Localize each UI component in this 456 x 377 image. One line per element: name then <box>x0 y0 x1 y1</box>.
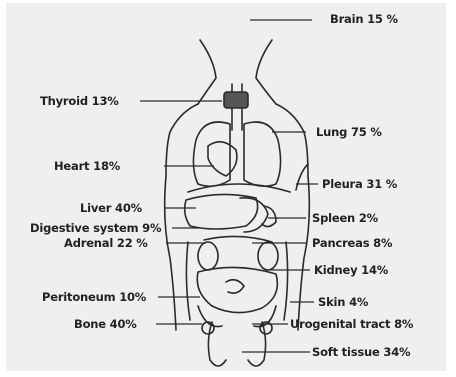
label-brain: Brain 15 % <box>330 12 398 26</box>
label-soft-tissue: Soft tissue 34% <box>312 345 410 359</box>
label-pleura: Pleura 31 % <box>322 177 397 191</box>
label-adrenal: Adrenal 22 % <box>64 236 148 250</box>
pleura-curve <box>296 164 308 190</box>
left-arm <box>165 176 176 330</box>
right-kidney <box>258 242 278 270</box>
intestines <box>197 267 277 312</box>
right-arm <box>298 176 309 330</box>
head-outline-right <box>256 40 276 104</box>
heart <box>208 142 237 176</box>
liver <box>185 194 258 229</box>
intestine-coil <box>226 280 244 293</box>
label-lung: Lung 75 % <box>316 125 382 139</box>
label-skin: Skin 4% <box>318 295 368 309</box>
left-leg <box>208 322 226 366</box>
left-body-side <box>186 242 190 320</box>
label-digestive: Digestive system 9% <box>30 221 161 235</box>
label-thyroid: Thyroid 13% <box>40 94 119 108</box>
label-pancreas: Pancreas 8% <box>312 236 392 250</box>
label-peritoneum: Peritoneum 10% <box>42 290 146 304</box>
left-lung <box>193 122 230 186</box>
head-outline <box>198 40 216 104</box>
right-leg <box>248 322 266 366</box>
pancreas <box>204 236 272 242</box>
label-bone: Bone 40% <box>74 317 137 331</box>
left-kidney <box>198 242 218 270</box>
label-heart: Heart 18% <box>54 159 120 173</box>
thyroid-gland <box>224 92 248 108</box>
label-spleen: Spleen 2% <box>312 211 378 225</box>
label-kidney: Kidney 14% <box>314 263 388 277</box>
right-body-side <box>284 242 288 320</box>
label-liver: Liver 40% <box>80 201 142 215</box>
label-urogenital: Urogenital tract 8% <box>290 317 413 331</box>
